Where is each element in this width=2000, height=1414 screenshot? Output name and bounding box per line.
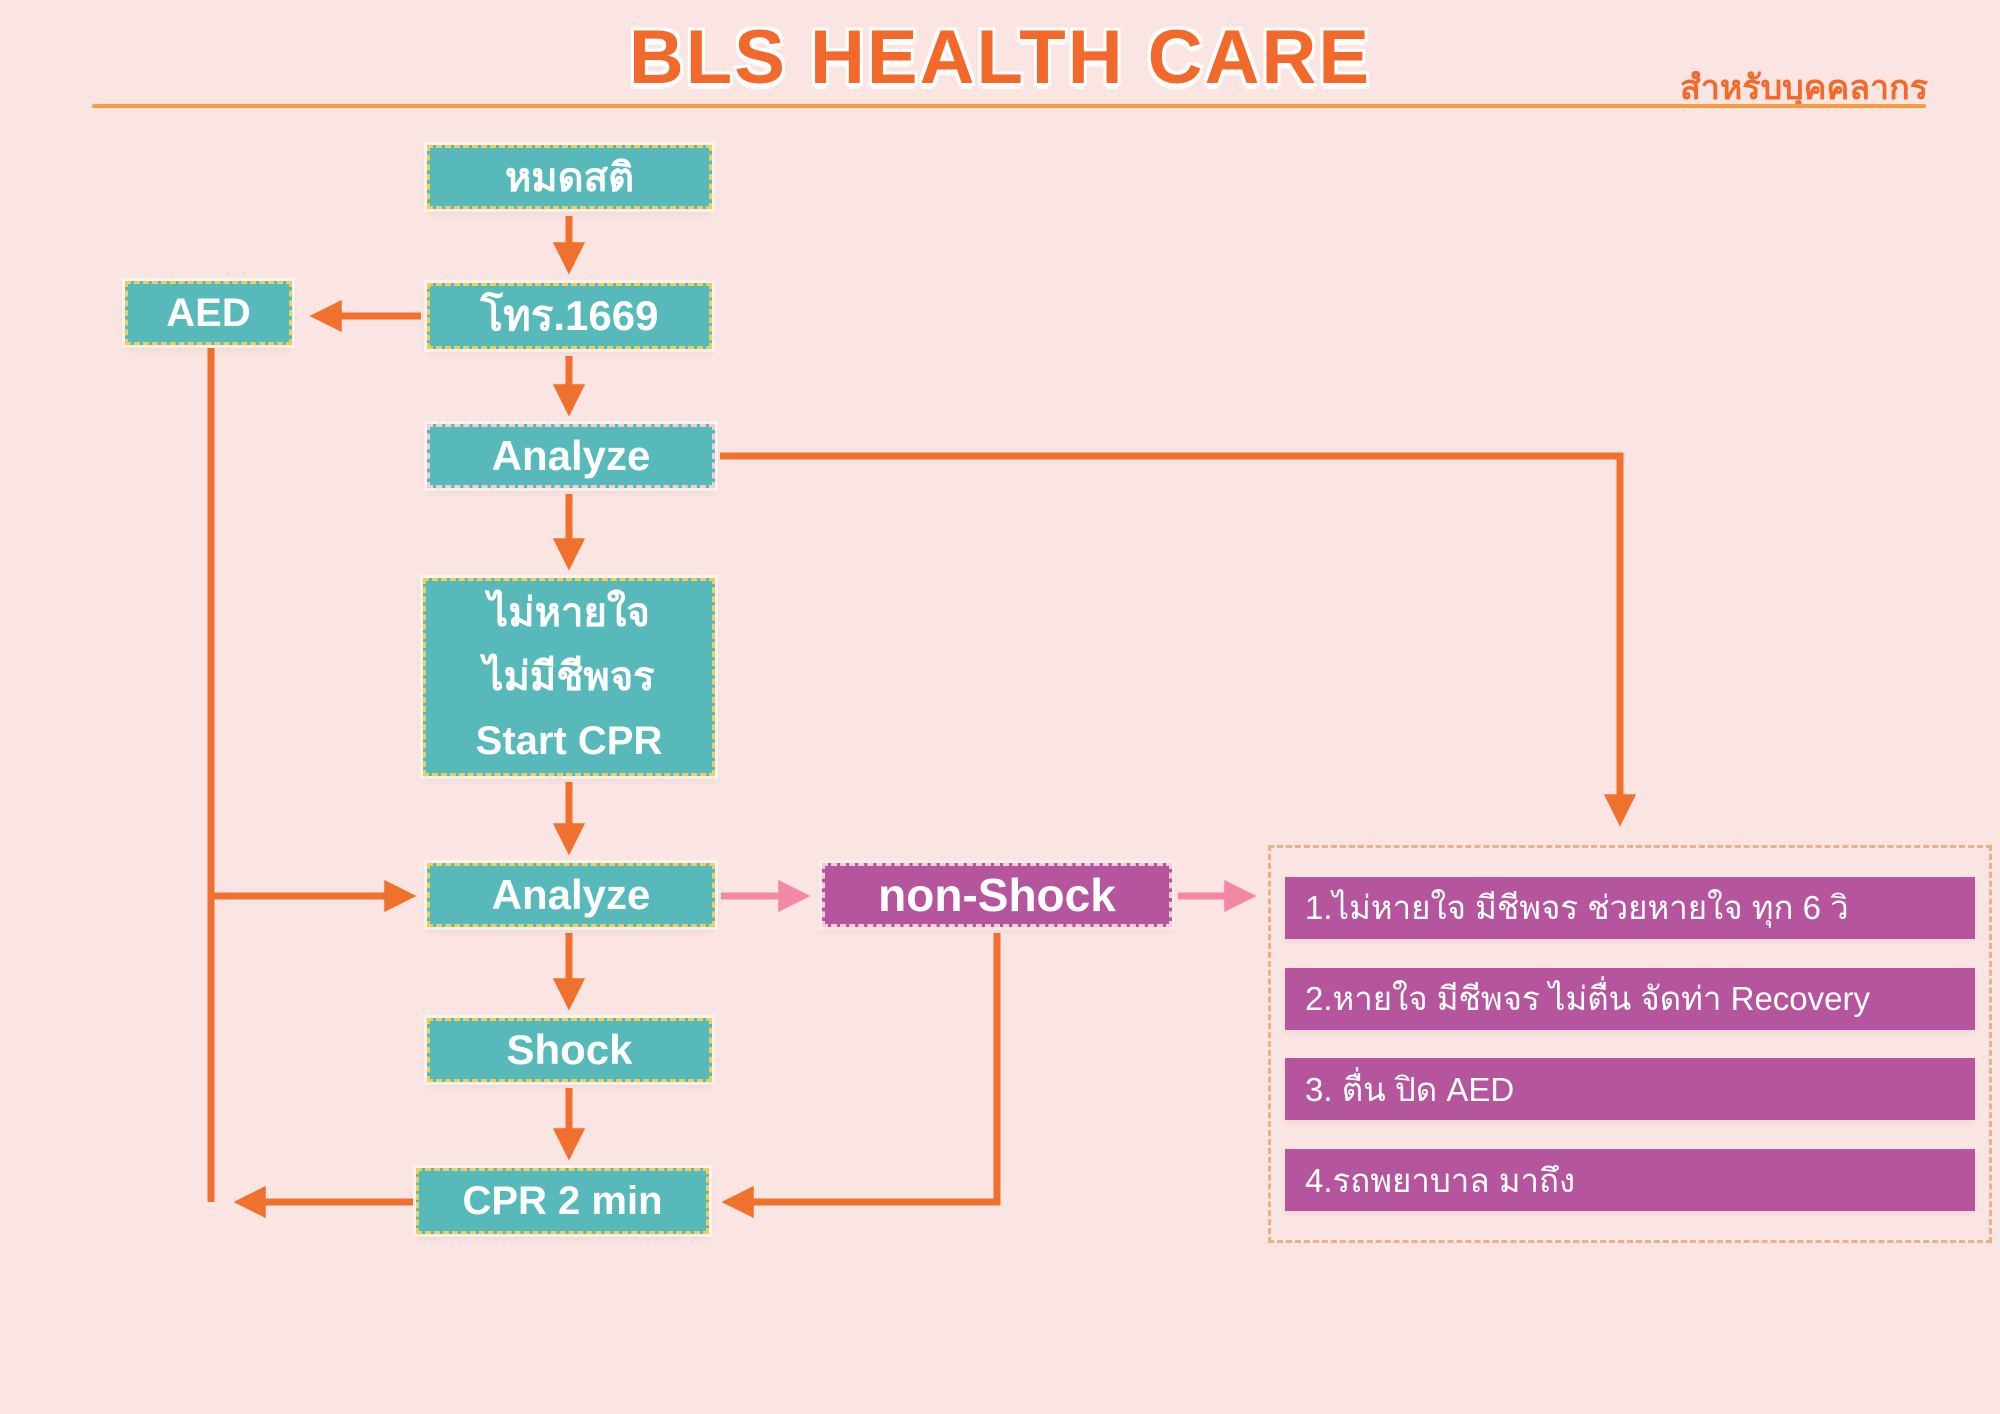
node-shock-label: Shock [506, 1026, 633, 1073]
page-subtitle: สำหรับบุคคลากร [1680, 69, 1928, 107]
node-unconscious-label: หมดสติ [504, 156, 635, 200]
non-shock-step: 4.รถพยาบาล มาถึง [1285, 1149, 1975, 1212]
title-divider [92, 104, 1926, 108]
non-shock-step: 1.ไม่หายใจ มีชีพจร ช่วยหายใจ ทุก 6 วิ [1285, 876, 1975, 939]
node-analyze-1: Analyze [427, 424, 715, 488]
non-shock-step: 3. ตื่น ปิด AED [1285, 1058, 1975, 1121]
node-start-cpr-line3: Start CPR [475, 719, 663, 763]
node-call-1669: โทร.1669 [427, 283, 712, 349]
node-unconscious: หมดสติ [427, 145, 712, 209]
non-shock-step: 2.หายใจ มีชีพจร ไม่ตื่น จัดท่า Recovery [1285, 967, 1975, 1030]
node-cpr-2-min-label: CPR 2 min [462, 1178, 663, 1223]
node-non-shock-label: non-Shock [878, 869, 1116, 921]
node-analyze-2-label: Analyze [491, 871, 651, 918]
node-start-cpr-line1: ไม่หายใจ [488, 591, 650, 635]
page-title: BLS HEALTH CARE [628, 15, 1372, 100]
node-start-cpr: ไม่หายใจ ไม่มีชีพจร Start CPR [423, 578, 715, 776]
node-non-shock: non-Shock [822, 863, 1172, 927]
node-call-1669-label: โทร.1669 [480, 292, 659, 339]
node-shock: Shock [427, 1018, 712, 1082]
node-start-cpr-line2: ไม่มีชีพจร [483, 655, 655, 699]
node-cpr-2-min: CPR 2 min [416, 1168, 709, 1234]
node-analyze-1-label: Analyze [491, 432, 651, 479]
non-shock-steps-panel: 1.ไม่หายใจ มีชีพจร ช่วยหายใจ ทุก 6 วิ 2.… [1268, 845, 1992, 1243]
node-analyze-2: Analyze [427, 863, 715, 927]
node-aed-label: AED [166, 290, 251, 335]
arrow-analyze1-to-panel [720, 452, 1637, 827]
node-aed: AED [125, 281, 292, 345]
arrow-nonshock-to-cpr [721, 933, 1001, 1219]
